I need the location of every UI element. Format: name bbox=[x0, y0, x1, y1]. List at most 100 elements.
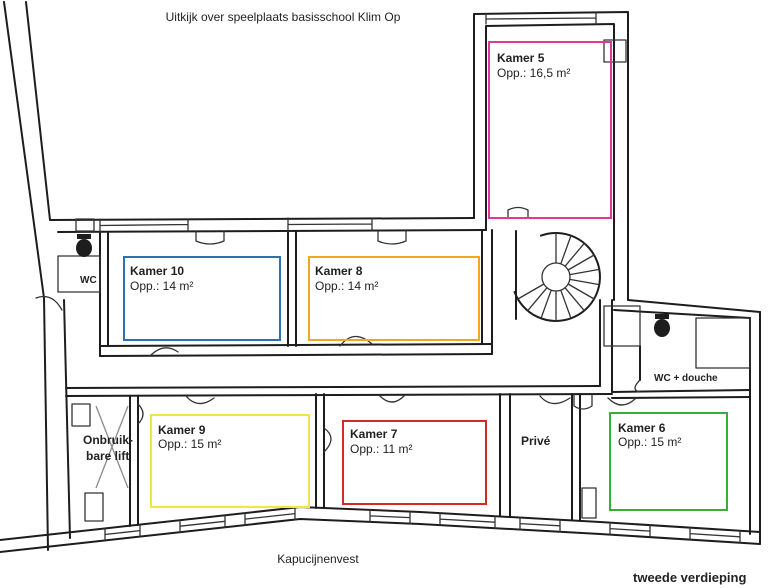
room-outline-kamer9 bbox=[150, 414, 310, 508]
wall-kamer10-left bbox=[99, 231, 109, 357]
room-area: Opp.: 11 m² bbox=[350, 442, 412, 456]
wc-shower-label: WC + douche bbox=[654, 373, 718, 384]
door-arc bbox=[539, 395, 571, 405]
window-bump bbox=[377, 230, 407, 245]
street-label: Kapucijnenvest bbox=[277, 552, 359, 566]
wall-kamer8-right bbox=[481, 229, 493, 355]
door-arc bbox=[339, 335, 373, 347]
room-area: Opp.: 14 m² bbox=[130, 279, 193, 293]
tower-outer-wall bbox=[473, 11, 629, 301]
tower-inner-wall bbox=[485, 23, 615, 301]
lift-label-line2: bare lift bbox=[86, 449, 129, 463]
middle-top-wall-inner bbox=[57, 229, 487, 233]
toilet-bowl bbox=[654, 319, 670, 337]
window bbox=[519, 516, 561, 533]
room-name: Kamer 8 bbox=[315, 264, 363, 278]
lower-top-wall-inner bbox=[65, 393, 613, 397]
room-outline-kamer6 bbox=[609, 412, 728, 511]
room-name: Kamer 10 bbox=[130, 264, 184, 278]
window-bump bbox=[573, 394, 593, 410]
room-outline-kamer5 bbox=[488, 41, 612, 219]
lift-shaft bbox=[71, 403, 91, 427]
facade-inner-wall bbox=[0, 506, 761, 541]
door-arc bbox=[185, 395, 215, 405]
window bbox=[179, 514, 226, 533]
lower-top-wall bbox=[65, 385, 601, 389]
stair-core bbox=[541, 262, 571, 292]
room-name: Kamer 9 bbox=[158, 423, 206, 437]
wall-kamer7-prive bbox=[499, 393, 511, 518]
door-arc bbox=[379, 395, 405, 403]
lift bbox=[71, 403, 129, 489]
door-arc bbox=[607, 397, 637, 406]
shower-box bbox=[695, 317, 751, 369]
storage-box bbox=[603, 305, 641, 347]
right-outer-wall bbox=[749, 311, 761, 545]
middle-bottom-wall-inner bbox=[99, 353, 493, 357]
toilet-icon bbox=[654, 314, 670, 337]
window bbox=[439, 512, 496, 529]
door-arc bbox=[634, 379, 641, 393]
lower-top-wall-right bbox=[611, 389, 751, 399]
room-area: Opp.: 16,5 m² bbox=[497, 66, 570, 80]
wall-kamer10-kamer8 bbox=[287, 230, 297, 347]
room-outline-kamer7 bbox=[342, 420, 487, 505]
walls bbox=[0, 1, 761, 553]
toilet-tank bbox=[77, 234, 91, 239]
door-arc bbox=[137, 403, 144, 425]
wc-label: WC bbox=[80, 275, 97, 286]
inner-wall-left bbox=[25, 1, 51, 221]
window bbox=[99, 218, 189, 233]
wall-prive-kamer6 bbox=[571, 393, 581, 522]
window bbox=[75, 218, 95, 232]
door-arc bbox=[323, 427, 332, 453]
corridor-wall-left bbox=[63, 299, 71, 539]
toilet-tank bbox=[655, 314, 669, 319]
lift-cross bbox=[95, 405, 129, 489]
toilet-icon bbox=[76, 234, 92, 257]
room-area: Opp.: 15 m² bbox=[618, 435, 681, 449]
floor-label: tweede verdieping bbox=[633, 570, 746, 585]
private-label: Privé bbox=[521, 434, 551, 448]
lift-label-line1: Onbruik- bbox=[83, 433, 133, 447]
wc-cubicle bbox=[57, 255, 101, 293]
room-name: Kamer 6 bbox=[618, 421, 666, 435]
right-top-wall bbox=[627, 299, 761, 313]
window bbox=[244, 506, 296, 526]
window-bump bbox=[195, 230, 225, 245]
room-outline-kamer10 bbox=[123, 256, 281, 341]
window bbox=[104, 523, 141, 542]
outer-wall-left bbox=[3, 1, 49, 551]
room-area: Opp.: 14 m² bbox=[315, 279, 378, 293]
window bbox=[287, 217, 373, 232]
window bbox=[603, 39, 627, 63]
wc-partition bbox=[57, 255, 101, 293]
window bbox=[485, 12, 597, 25]
window bbox=[581, 487, 597, 519]
wall-lift-kamer9 bbox=[129, 395, 139, 527]
stairs bbox=[513, 230, 601, 322]
room-name: Kamer 7 bbox=[350, 427, 398, 441]
window bbox=[507, 206, 529, 219]
right-top-wall-inner bbox=[613, 309, 751, 319]
wall-kamer9-kamer7 bbox=[315, 393, 325, 509]
labels: Uitkijk over speelplaats basisschool Kli… bbox=[80, 10, 746, 585]
window bbox=[84, 492, 104, 522]
window bbox=[369, 509, 411, 525]
stair-steps bbox=[517, 232, 600, 322]
doors bbox=[35, 295, 641, 453]
view-label: Uitkijk over speelplaats basisschool Kli… bbox=[166, 10, 401, 24]
toilet-bowl bbox=[76, 239, 92, 257]
middle-top-wall bbox=[49, 217, 475, 221]
windows bbox=[75, 12, 741, 544]
room-area: Opp.: 15 m² bbox=[158, 437, 221, 451]
door-arc bbox=[149, 347, 179, 357]
room-outline-kamer8 bbox=[308, 256, 480, 341]
rooms: Kamer 5 Opp.: 16,5 m² Kamer 10 Opp.: 14 … bbox=[123, 41, 728, 511]
window bbox=[609, 521, 651, 538]
window bbox=[689, 526, 741, 544]
facade-outer-wall bbox=[0, 518, 761, 553]
door-arc bbox=[35, 295, 63, 311]
room-name: Kamer 5 bbox=[497, 51, 545, 65]
